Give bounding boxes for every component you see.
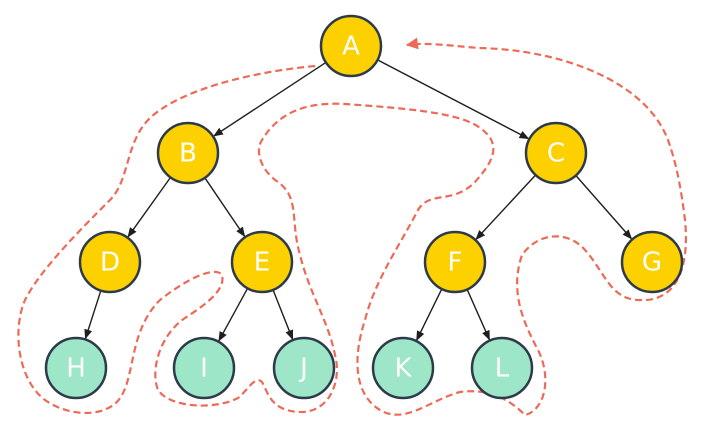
tree-node-h: H: [44, 336, 108, 400]
tree-node-c: C: [524, 121, 588, 185]
edge-b-e: [204, 177, 246, 238]
node-circle: [156, 121, 220, 185]
traversal-path-layer: [17, 37, 687, 417]
tree-node-d: D: [78, 230, 142, 294]
tree-node-i: I: [172, 336, 236, 400]
node-circle: [272, 336, 336, 400]
edges-layer: [84, 59, 633, 342]
tree-node-j: J: [272, 336, 336, 400]
edge-c-g: [575, 175, 633, 240]
tree-node-f: F: [423, 230, 487, 294]
node-circle: [78, 230, 142, 294]
tree-node-b: B: [156, 121, 220, 185]
edge-a-b: [213, 61, 327, 137]
tree-node-e: E: [230, 230, 294, 294]
node-circle: [470, 336, 534, 400]
node-label: G: [642, 248, 662, 278]
node-circle: [319, 14, 383, 78]
node-circle: [620, 230, 684, 294]
edge-c-f: [475, 174, 537, 240]
tree-node-k: K: [371, 336, 435, 400]
node-circle: [371, 336, 435, 400]
node-label: J: [298, 354, 308, 384]
node-label: L: [495, 354, 510, 384]
node-circle: [172, 336, 236, 400]
node-label: C: [547, 139, 565, 169]
edge-e-i: [218, 287, 249, 342]
node-circle: [44, 336, 108, 400]
edge-a-c: [377, 59, 530, 140]
node-label: D: [100, 248, 120, 278]
node-label: F: [448, 248, 463, 278]
nodes-layer: A B C D E F G H I J K L: [44, 14, 684, 400]
node-label: E: [254, 248, 270, 278]
node-circle: [423, 230, 487, 294]
node-label: H: [66, 354, 86, 384]
edge-d-h: [84, 290, 102, 340]
traversal-path: [17, 37, 687, 417]
edge-b-d: [127, 176, 172, 238]
node-label: K: [394, 354, 412, 384]
edge-f-l: [466, 289, 491, 341]
node-label: B: [179, 139, 197, 169]
node-label: I: [200, 354, 208, 384]
tree-node-l: L: [470, 336, 534, 400]
edge-e-j: [272, 289, 294, 341]
tree-node-a: A: [319, 14, 383, 78]
node-circle: [524, 121, 588, 185]
tree-node-g: G: [620, 230, 684, 294]
edge-f-k: [416, 288, 443, 342]
node-label: A: [342, 32, 360, 62]
node-circle: [230, 230, 294, 294]
